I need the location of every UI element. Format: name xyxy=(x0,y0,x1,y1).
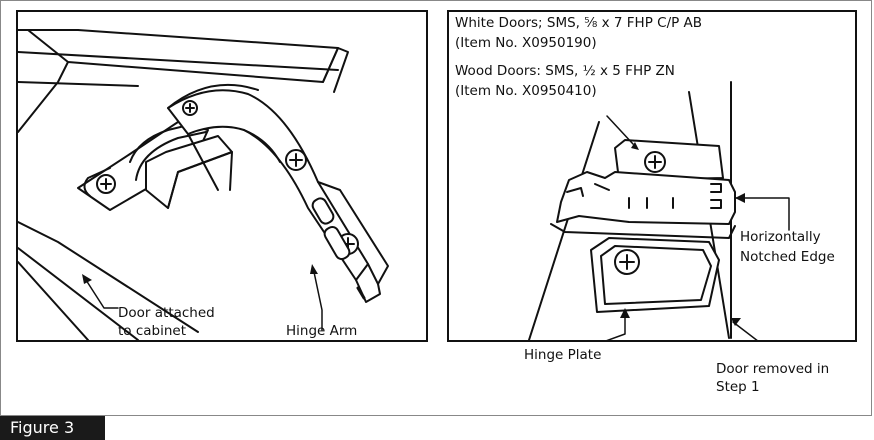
door-hinge-illustration xyxy=(18,29,389,340)
door-removed-label-line1: Door removed in xyxy=(716,361,830,377)
hinge-arm-label: Hinge Arm xyxy=(286,323,358,339)
white-doors-screw-spec: White Doors; SMS, ⅝ x 7 FHP C/P AB xyxy=(455,15,703,31)
wood-doors-item-number: (Item No. X0950410) xyxy=(455,83,597,99)
door-attached-label-line2: to cabinet xyxy=(118,323,187,339)
right-illustration-panel xyxy=(447,10,857,342)
door-attached-label-line1: Door attached xyxy=(118,305,215,321)
left-illustration-panel xyxy=(16,10,428,342)
figure-label: Figure 3 xyxy=(0,416,105,440)
notched-edge-label-line2: Notched Edge xyxy=(740,249,835,265)
door-removed-label-line2: Step 1 xyxy=(716,379,760,395)
white-doors-item-number: (Item No. X0950190) xyxy=(455,35,597,51)
hinge-plate-illustration xyxy=(528,81,790,340)
figure-frame xyxy=(0,0,872,416)
notched-edge-label-line1: Horizontally xyxy=(740,229,821,245)
hinge-plate-label: Hinge Plate xyxy=(524,347,602,363)
wood-doors-screw-spec: Wood Doors: SMS, ½ x 5 FHP ZN xyxy=(455,63,675,79)
